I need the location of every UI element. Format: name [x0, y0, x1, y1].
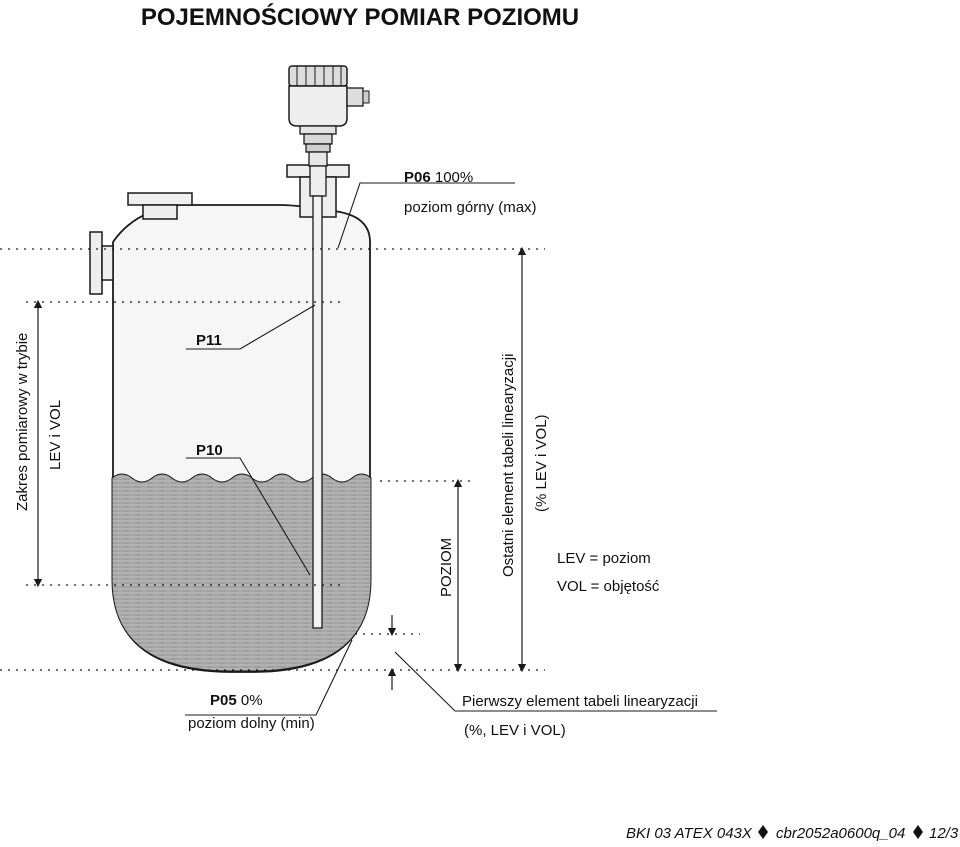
first-element-line2: (%, LEV i VOL): [464, 722, 566, 739]
liquid: [111, 473, 372, 672]
footer-code: cbr2052a0600q_04: [776, 825, 905, 842]
tank: [111, 204, 372, 673]
diamond-icon: [913, 825, 923, 839]
side-nozzle: [89, 231, 114, 295]
footer-page: 12/3: [929, 825, 959, 842]
last-element-line1: Ostatni element tabeli linearyzacji: [500, 354, 517, 577]
top-nozzle: [127, 192, 193, 220]
diamond-icon: [758, 825, 768, 839]
probe-rod: [312, 195, 323, 629]
p11-label: P11: [196, 332, 222, 349]
reference-lines: [0, 248, 545, 671]
p05-description: poziom dolny (min): [188, 715, 315, 732]
p06-label: P06 100%: [404, 169, 473, 186]
p06-description: poziom górny (max): [404, 199, 537, 216]
vol-definition: VOL = objętość: [557, 578, 660, 595]
footer: BKI 03 ATEX 043X cbr2052a0600q_04 12/3: [626, 825, 959, 842]
range-label-line1: Zakres pomiarowy w trybie: [14, 333, 31, 511]
lev-definition: LEV = poziom: [557, 550, 651, 567]
p05-label: P05 0%: [210, 692, 263, 709]
page-title: POJEMNOŚCIOWY POMIAR POZIOMU: [141, 3, 579, 31]
dimension-arrows: [33, 246, 527, 690]
first-element-line1: Pierwszy element tabeli linearyzacji: [462, 693, 698, 710]
range-label-line2: LEV i VOL: [47, 400, 64, 470]
transmitter-head: [288, 65, 370, 197]
poziom-label: POZIOM: [438, 538, 455, 597]
footer-cert: BKI 03 ATEX 043X: [626, 825, 753, 842]
leader-lines: [185, 182, 717, 716]
last-element-line2: (% LEV i VOL): [533, 414, 550, 512]
p10-label: P10: [196, 442, 223, 459]
